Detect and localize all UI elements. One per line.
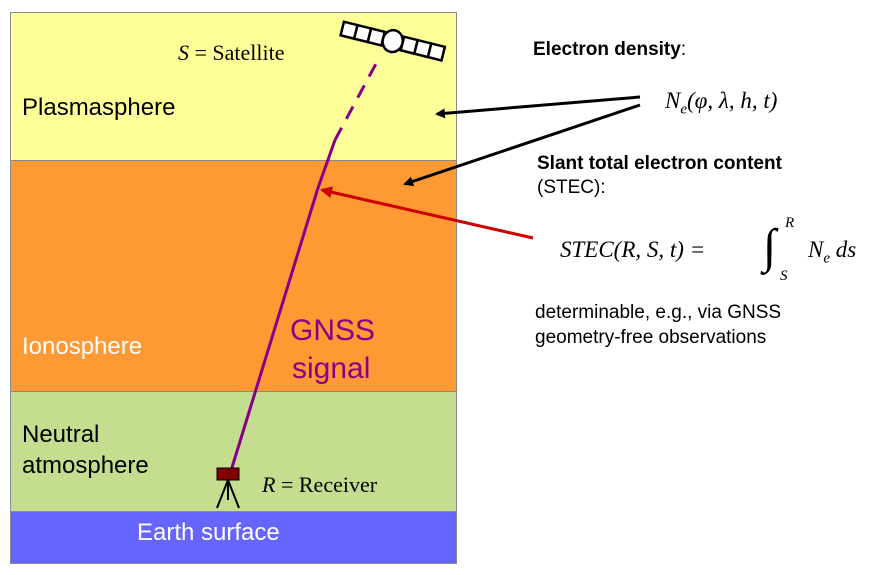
receiver-symbol: R [262, 472, 276, 497]
stec-integrand-n: N [808, 237, 824, 262]
gnss-signal-path [228, 139, 337, 475]
arrow-stec-to-signal [320, 186, 534, 240]
electron-density-title: Electron density [533, 39, 681, 60]
stec-integrand-ds: ds [835, 237, 857, 262]
ionosphere-layer [10, 160, 457, 392]
stec-upper-limit: R [785, 215, 795, 231]
earth-surface-layer [10, 511, 457, 564]
satellite-name: Satellite [212, 40, 285, 65]
satellite-icon [339, 20, 447, 62]
plasmasphere-label: Plasmasphere [22, 94, 176, 121]
satellite-eq: = [194, 40, 207, 65]
formula-subscript: e [680, 101, 688, 118]
stec-integrand: Ne ds [808, 237, 856, 268]
stec-title: Slant total electron content [537, 153, 782, 174]
receiver-name: Receiver [298, 472, 378, 497]
gnss-signal-label-line2: signal [292, 352, 371, 385]
earth-surface-label: Earth surface [137, 519, 280, 546]
arrow-to-plasmasphere [435, 95, 641, 119]
electron-density-heading: Electron density: [533, 38, 686, 61]
satellite-symbol: S [178, 40, 189, 65]
satellite-label: S = Satellite [178, 40, 285, 66]
electron-density-colon: : [680, 39, 687, 60]
receiver-icon [216, 467, 240, 509]
ionosphere-label: Ionosphere [22, 333, 143, 360]
gnss-signal-dashed-path [333, 59, 380, 141]
stec-integrand-sub: e [823, 250, 831, 267]
formula-args: (φ, λ, h, t) [687, 88, 778, 113]
stec-lower-limit: S [780, 268, 788, 284]
formula-n: N [665, 88, 681, 113]
neutral-atmosphere-label-line1: Neutral [22, 421, 100, 448]
arrow-to-ionosphere [403, 103, 641, 187]
receiver-label: R = Receiver [262, 472, 377, 498]
stec-integral-sign: ∫ [763, 220, 777, 273]
neutral-atmosphere-label-line2: atmosphere [22, 452, 149, 479]
electron-density-formula: Ne(φ, λ, h, t) [665, 88, 777, 119]
note-line2: geometry-free observations [535, 327, 767, 348]
stec-formula-lhs: STEC(R, S, t) = [560, 237, 706, 262]
note-line1: determinable, e.g., via GNSS [535, 302, 782, 323]
receiver-eq: = [280, 472, 294, 497]
gnss-signal-label-line1: GNSS [290, 314, 376, 347]
stec-subtitle: (STEC): [537, 177, 606, 198]
